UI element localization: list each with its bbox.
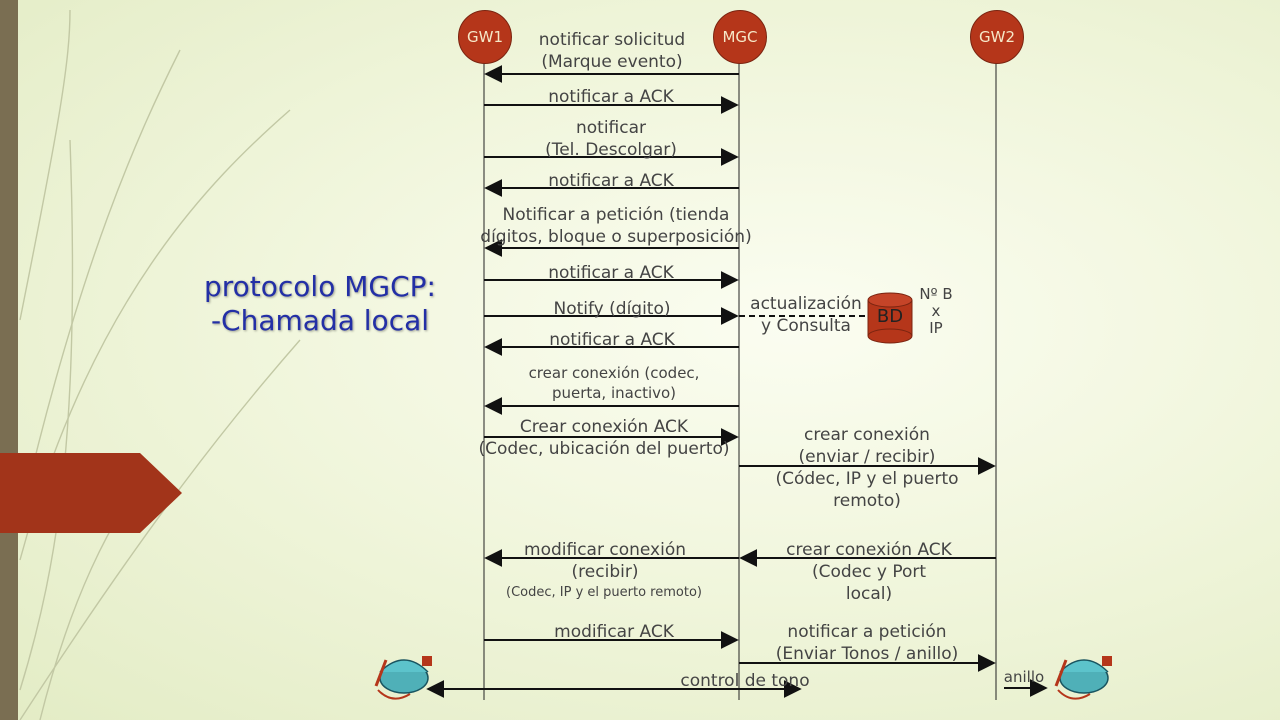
telephone-left-icon [374,656,432,700]
label-line: (Codec y Port [811,562,927,582]
label-line: crear conexión (codec, [528,364,700,382]
label-notificar-ack-2: notificar a ACK [548,171,674,191]
label-line: (recibir) [571,562,639,582]
label-notify-digito: Notify (dígito) [553,299,671,319]
label-line: puerta, inactivo) [551,384,677,402]
label-notificar-solicitud: notificar solicitud (Marque evento) [539,29,685,73]
telephone-right-icon [1054,656,1112,700]
database-note-line-3: IP [929,319,943,337]
label-anillo: anillo [1003,668,1045,686]
label-actualizacion-consulta: actualización y Consulta [750,293,862,337]
title-line-2: -Chamada local [210,304,430,337]
mgc-node: MGC [713,10,767,64]
label-modificar-ack: modificar ACK [554,622,674,642]
database-note-line-1: Nº B [919,285,953,303]
left-sidebar-bar [0,0,18,720]
label-line: (Enviar Tonos / anillo) [775,644,959,664]
message-arrows [484,65,1048,697]
label-line: remoto) [833,491,901,511]
label-notificar-ack-1: notificar a ACK [548,87,674,107]
label-crear-conexion-ack-gw2: crear conexión ACK (Codec y Port local) [786,539,952,605]
label-notificar-peticion-gw2: notificar a petición (Enviar Tonos / ani… [776,621,959,665]
label-notificar-peticion: Notificar a petición (tienda dígitos, bl… [480,204,751,248]
label-line: notificar [575,118,647,138]
label-line: notificar solicitud [538,30,686,50]
label-line: y Consulta [761,316,851,336]
label-notificar-ack-4: notificar a ACK [549,330,675,350]
label-line: actualización [750,294,862,314]
database-label: BD [876,306,904,327]
label-crear-conexion-ack: Crear conexión ACK (Codec, ubicación del… [478,416,729,460]
database-note: Nº B x IP [916,286,956,337]
slide-title: protocolo MGCP: -Chamada local [180,270,460,338]
label-line: (enviar / recibir) [798,447,936,467]
label-line: (Tel. Descolgar) [545,140,677,160]
label-notificar-descolgar: notificar (Tel. Descolgar) [545,117,677,161]
label-line: (Codec, ubicación del puerto) [478,439,730,459]
database-cylinder-icon [867,292,913,344]
decorative-swooshes [19,9,301,720]
gw1-node: GW1 [458,10,512,64]
accent-tab [0,453,182,533]
label-control-de-tono: control de tono [680,671,810,691]
label-crear-conexion-gw2: crear conexión (enviar / recibir) (Códec… [775,424,958,512]
label-line: (Marque evento) [541,52,683,72]
label-line: (Códec, IP y el puerto [775,469,959,489]
label-line: crear conexión ACK [786,540,952,560]
title-line-1: protocolo MGCP: [204,270,436,303]
database-note-line-2: x [931,302,941,320]
gw2-node: GW2 [970,10,1024,64]
label-notificar-ack-3: notificar a ACK [548,263,674,283]
label-line: Crear conexión ACK [519,417,689,437]
label-crear-conexion: crear conexión (codec, puerta, inactivo) [529,363,700,403]
label-line: modificar conexión [524,540,686,560]
label-line: crear conexión [804,425,930,445]
label-modificar-conexion: modificar conexión (recibir) [524,539,686,583]
label-line: local) [845,584,893,604]
label-line: notificar a petición [787,622,947,642]
label-line: Notificar a petición (tienda [502,205,730,225]
label-modificar-conexion-detail: (Codec, IP y el puerto remoto) [506,585,702,600]
label-line: dígitos, bloque o superposición) [480,227,752,247]
